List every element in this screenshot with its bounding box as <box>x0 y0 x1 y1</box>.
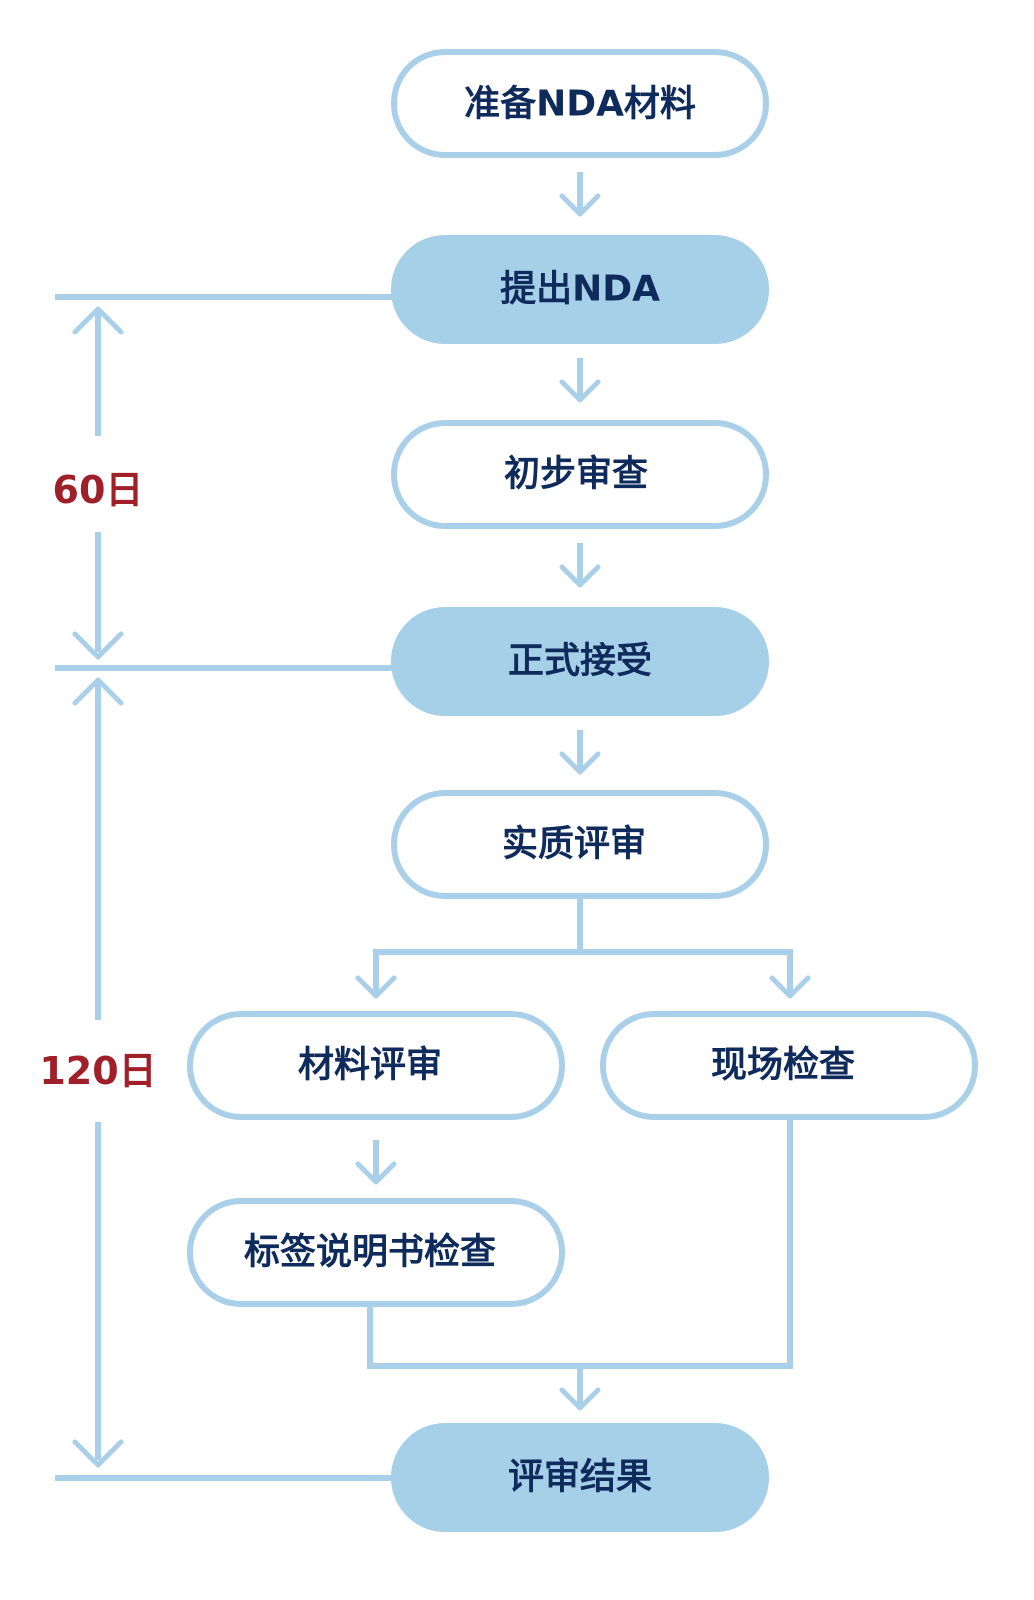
node-initial-review-label: 初步审查 <box>504 454 648 495</box>
node-prepare-nda-label: 准备NDA材料 <box>464 84 696 125</box>
arrow-submit-to-initial <box>559 358 601 403</box>
node-material-review-label: 材料评审 <box>298 1045 442 1086</box>
node-submit-nda-label: 提出NDA <box>500 269 660 310</box>
node-review-result-label: 评审结果 <box>508 1457 652 1498</box>
node-material-review: 材料评审 <box>187 1011 565 1120</box>
arrow-acceptance-to-substantive <box>559 730 601 775</box>
arrow-material-to-label <box>355 1140 397 1185</box>
timeline-span-60-up-arrow <box>72 306 124 335</box>
node-initial-review: 初步审查 <box>391 420 769 529</box>
arrow-initial-to-acceptance <box>559 543 601 588</box>
node-label-check-label: 标签说明书检查 <box>244 1232 496 1273</box>
node-label-check: 标签说明书检查 <box>187 1198 565 1307</box>
node-formal-acceptance-label: 正式接受 <box>508 641 652 682</box>
node-prepare-nda: 准备NDA材料 <box>391 49 769 158</box>
timeline-span-120-up-arrow <box>72 677 124 706</box>
node-site-inspection: 现场检查 <box>600 1011 978 1120</box>
node-site-inspection-label: 现场检查 <box>711 1045 855 1086</box>
node-formal-acceptance: 正式接受 <box>391 607 769 716</box>
arrow-prepare-to-submit <box>559 172 601 217</box>
merge-to-result <box>367 1117 793 1411</box>
timeline-label-120-days: 120日 <box>39 1049 156 1093</box>
timeline-span-60-down-arrow <box>72 631 124 660</box>
node-substantive-review: 实质评审 <box>391 790 769 899</box>
node-submit-nda: 提出NDA <box>391 235 769 344</box>
node-review-result: 评审结果 <box>391 1423 769 1532</box>
node-substantive-review-label: 实质评审 <box>502 824 646 865</box>
timeline-label-60-days: 60日 <box>53 468 144 512</box>
branch-substantive-split <box>355 896 811 999</box>
timeline-span-120-down-arrow <box>72 1439 124 1468</box>
